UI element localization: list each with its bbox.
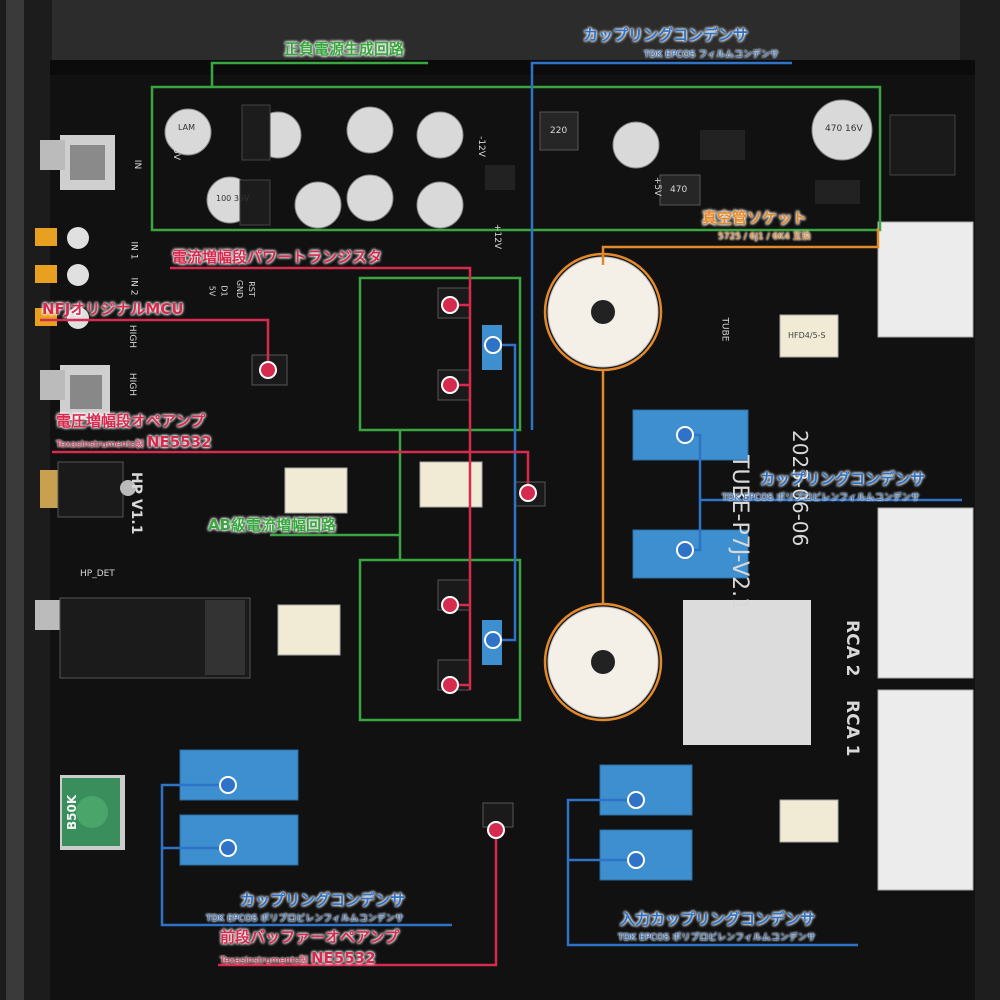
headphone-jack-small bbox=[40, 461, 136, 518]
green-box-lower-output bbox=[358, 558, 522, 722]
green-box-power bbox=[150, 85, 882, 232]
red-leader-mcu bbox=[40, 318, 270, 370]
label-tube-socket: 真空管ソケット bbox=[702, 209, 808, 227]
label-ab-class: AB級電流増幅回路 bbox=[208, 516, 337, 534]
silk-pin-5v: 5V bbox=[207, 285, 217, 297]
left-chassis-edge bbox=[6, 0, 24, 1000]
chassis-window bbox=[683, 600, 811, 745]
label-mcu: NFJオリジナルMCU bbox=[42, 300, 184, 318]
label-power-transistor: 電流増幅段パワートランジスタ bbox=[172, 248, 383, 266]
silk-board-name: TUBE-P7J-V2.1 bbox=[727, 455, 752, 612]
silk-high1: HIGH bbox=[127, 324, 138, 349]
silk-in: IN bbox=[132, 159, 143, 170]
silk-in2: IN 2 bbox=[128, 277, 139, 296]
label-voltage-opamp-sub: TexasInstruments製 NE5532 bbox=[56, 434, 212, 450]
relays bbox=[277, 314, 839, 843]
film-capacitors bbox=[179, 325, 749, 881]
label-buffer-opamp: 前段バッファーオペアンプ bbox=[220, 928, 399, 946]
label-coupling-right: カップリングコンデンサ bbox=[760, 470, 926, 488]
label-coupling-right-sub: TDK EPCOS ポリプロピレンフィルムコンデンサ bbox=[722, 493, 920, 503]
label-input-coupling-sub: TDK EPCOS ポリプロピレンフィルムコンデンサ bbox=[618, 933, 816, 943]
red-leader-buffer-opamp bbox=[218, 830, 498, 967]
silk-pos5: +5V bbox=[652, 176, 663, 197]
front-switch-in bbox=[40, 135, 115, 190]
led-in1 bbox=[35, 227, 89, 249]
label-voltage-opamp-maker: TexasInstruments製 bbox=[56, 440, 147, 450]
silk-neg-v: -5V bbox=[171, 144, 182, 161]
headphone-jack-large bbox=[35, 597, 251, 679]
silk-hp-det: HP_DET bbox=[80, 569, 115, 579]
blue-leader-input-coupling bbox=[566, 798, 858, 947]
label-buffer-opamp-maker: TexasInstruments製 bbox=[220, 956, 311, 966]
led-in2 bbox=[35, 264, 89, 286]
label-power-supply: 正負電源生成回路 bbox=[284, 40, 405, 58]
label-buffer-opamp-part: NE5532 bbox=[310, 949, 376, 967]
volume-pot bbox=[60, 775, 125, 850]
power-components bbox=[239, 104, 956, 226]
front-switch-high bbox=[40, 365, 110, 420]
blue-leader-coupling-bottom bbox=[160, 783, 452, 927]
label-voltage-opamp: 電圧増幅段オペアンプ bbox=[56, 412, 205, 430]
silk-pos12: +12V bbox=[492, 223, 503, 250]
label-tube-socket-sub: 5725 / 6J1 / 6K4 互換 bbox=[718, 232, 811, 242]
label-input-coupling: 入力カップリングコンデンサ bbox=[620, 910, 816, 928]
silk-tube: TUBE bbox=[719, 317, 730, 342]
red-leader-voltage-opamp bbox=[52, 450, 530, 490]
silk-volume: B50K bbox=[65, 794, 79, 830]
silk-board-date: 2023-06-06 bbox=[788, 430, 812, 547]
silk-hp-version: HP V1.1 bbox=[128, 472, 144, 535]
label-coupling-top: カップリングコンデンサ bbox=[583, 26, 749, 44]
red-leader-transistor bbox=[170, 266, 472, 690]
silk-cap-470: 470 16V bbox=[825, 124, 863, 134]
silk-ind-220: 220 bbox=[550, 126, 568, 136]
green-box-upper-output bbox=[358, 276, 522, 432]
label-coupling-bottom: カップリングコンデンサ bbox=[240, 891, 406, 909]
label-coupling-top-sub: TDK EPCOS フィルムコンデンサ bbox=[644, 50, 779, 60]
label-buffer-opamp-sub: TexasInstruments製 NE5532 bbox=[220, 950, 376, 966]
label-coupling-bottom-sub: TDK EPCOS ポリプロピレンフィルムコンデンサ bbox=[206, 914, 404, 924]
tube-sockets bbox=[547, 256, 659, 718]
pcb-top-edge bbox=[50, 60, 975, 75]
silk-high2: HIGH bbox=[127, 372, 138, 397]
silk-lam: LAM bbox=[178, 123, 196, 132]
silk-pin-gnd: GND bbox=[235, 279, 245, 299]
blue-leader-coupling-top bbox=[530, 61, 792, 430]
blue-link-small-caps bbox=[493, 343, 517, 642]
rca-connectors bbox=[877, 221, 974, 891]
silk-rca2: RCA 2 bbox=[842, 620, 862, 677]
silk-cap-100: 100 35V bbox=[216, 194, 250, 203]
blue-dots bbox=[219, 336, 694, 869]
silk-neg12: -12V bbox=[475, 136, 486, 157]
silk-pin-rst: RST bbox=[246, 281, 256, 297]
label-voltage-opamp-part: NE5532 bbox=[146, 433, 212, 451]
silk-in1: IN 1 bbox=[128, 241, 139, 260]
silk-ind-470: 470 bbox=[670, 185, 688, 195]
orange-leader-tube bbox=[601, 228, 880, 265]
red-dots bbox=[259, 296, 537, 839]
silk-pin-d1: D1 bbox=[219, 285, 229, 297]
led-high bbox=[35, 307, 89, 329]
silk-rca1: RCA 1 bbox=[842, 700, 862, 757]
green-leader-power bbox=[210, 61, 428, 87]
silk-relay: HFD4/5-S bbox=[788, 331, 826, 340]
